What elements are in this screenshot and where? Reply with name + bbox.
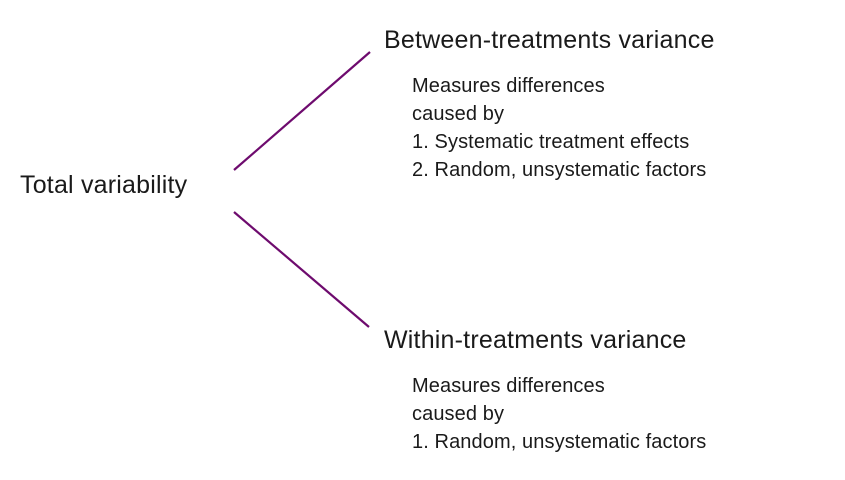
branch-within-treatments-title: Within-treatments variance	[384, 326, 687, 354]
detail-line: caused by	[412, 403, 505, 425]
detail-line: 1. Systematic treatment effects	[412, 131, 690, 153]
root-node-label: Total variability	[20, 171, 188, 199]
detail-line: Measures differences	[412, 75, 605, 97]
branch-between-treatments-details: Measures differences caused by 1. System…	[412, 72, 706, 184]
detail-line: caused by	[412, 103, 505, 125]
branch-within-treatments-details: Measures differences caused by 1. Random…	[412, 372, 706, 456]
branch-between-treatments-title: Between-treatments variance	[384, 26, 715, 54]
detail-line: 2. Random, unsystematic factors	[412, 159, 707, 181]
connector-to-between-line	[233, 51, 371, 171]
detail-line: 1. Random, unsystematic factors	[412, 431, 707, 453]
detail-line: Measures differences	[412, 375, 605, 397]
connector-to-within-line	[233, 211, 370, 328]
